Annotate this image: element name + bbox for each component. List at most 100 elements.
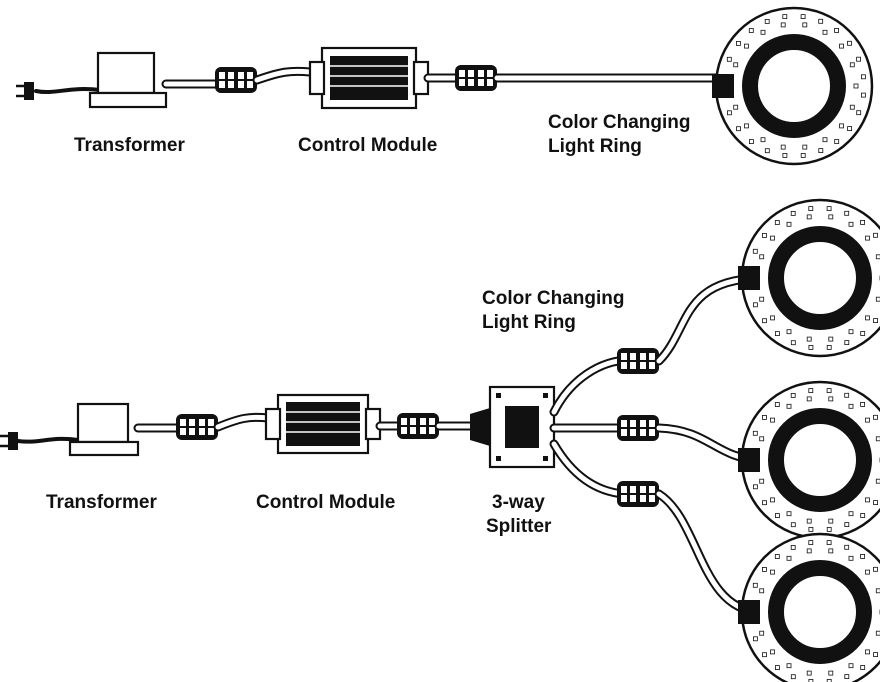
led-dot — [875, 296, 880, 302]
led-dot — [861, 92, 866, 98]
led-dot — [856, 56, 861, 62]
led-dot — [873, 500, 878, 506]
led-dot — [762, 232, 767, 238]
led-dot — [759, 588, 765, 594]
led-dots — [752, 206, 880, 350]
led-dot — [806, 396, 812, 402]
led-dot — [861, 74, 866, 80]
led-dot — [865, 649, 870, 655]
led-dot — [826, 679, 832, 682]
led-dot — [770, 569, 775, 575]
led-dot — [875, 436, 880, 442]
led-dot — [800, 14, 806, 20]
led-dot — [875, 630, 880, 636]
led-dot — [727, 110, 732, 116]
led-dot — [736, 41, 741, 46]
control-module-label: Control Module — [298, 135, 437, 156]
led-dot — [759, 478, 765, 484]
led-dot — [775, 331, 780, 337]
led-dot — [828, 518, 834, 524]
led-dot — [873, 652, 878, 657]
led-dot — [786, 663, 792, 669]
led-dot — [733, 62, 739, 68]
led-dot — [770, 235, 775, 241]
led-dot — [849, 104, 855, 110]
led-dot — [759, 296, 765, 302]
led-dot — [790, 522, 796, 528]
led-dot — [770, 417, 775, 423]
led-dot — [826, 527, 832, 532]
led-dot — [806, 336, 812, 342]
led-dot — [839, 123, 844, 129]
led-dot — [762, 567, 767, 572]
led-dot — [844, 544, 850, 550]
led-dot — [774, 402, 780, 407]
led-dot — [790, 545, 796, 550]
led-dot — [860, 331, 866, 336]
led-dot — [873, 232, 878, 238]
connector-icon — [175, 413, 219, 441]
light-ring-icon — [738, 200, 880, 356]
connector-icon — [616, 414, 660, 442]
led-dot — [759, 630, 765, 636]
led-dot — [752, 582, 758, 588]
led-dot — [873, 566, 878, 572]
led-dot — [780, 22, 786, 28]
led-dot — [839, 43, 844, 49]
led-dot — [753, 484, 758, 490]
led-dot — [860, 554, 865, 559]
connector-icon — [616, 347, 660, 375]
led-dot — [760, 29, 766, 35]
led-dot — [828, 670, 834, 676]
led-dot — [808, 206, 814, 212]
plug-icon — [14, 80, 36, 102]
led-dot — [790, 340, 796, 346]
led-dot — [848, 555, 854, 561]
led-dot — [822, 29, 828, 35]
led-dot — [786, 403, 792, 409]
led-dot — [848, 511, 854, 517]
led-dot — [760, 137, 766, 143]
ring-label-line2: Light Ring — [548, 136, 642, 157]
transformer-label: Transformer — [74, 135, 185, 156]
transformer-label: Transformer — [46, 492, 157, 513]
led-dot — [775, 665, 780, 670]
led-dot — [828, 548, 834, 554]
led-dot — [875, 478, 880, 484]
led-dot — [808, 344, 814, 350]
led-dot — [753, 302, 758, 308]
led-dot — [873, 414, 878, 420]
led-dot — [826, 540, 832, 545]
top-system: Transformer Control Module Color Changin… — [14, 8, 872, 164]
light-ring-icon — [712, 8, 872, 164]
led-dot — [818, 148, 824, 154]
led-dot — [764, 148, 770, 154]
led-dot — [822, 137, 828, 143]
led-dot — [786, 555, 792, 561]
led-dot — [790, 392, 796, 398]
led-dot — [744, 43, 749, 49]
led-dot — [875, 254, 880, 260]
led-dot — [774, 220, 780, 225]
led-dot — [875, 588, 880, 594]
led-dot — [774, 554, 780, 559]
led-dot — [759, 436, 765, 442]
led-dot — [736, 126, 741, 132]
connector-icon — [396, 412, 440, 440]
led-dot — [782, 152, 788, 158]
led-dot — [800, 152, 806, 158]
led-dot — [808, 540, 814, 545]
led-dot — [848, 329, 854, 335]
led-dot — [752, 430, 758, 436]
led-dot — [806, 670, 812, 676]
led-dot — [848, 403, 854, 409]
led-dot — [762, 414, 767, 420]
led-dots — [752, 540, 880, 682]
led-dot — [806, 548, 812, 554]
led-dot — [844, 340, 850, 346]
led-dot — [818, 18, 824, 24]
led-dot — [786, 329, 792, 335]
led-dot — [806, 214, 812, 220]
led-dot — [834, 27, 839, 33]
